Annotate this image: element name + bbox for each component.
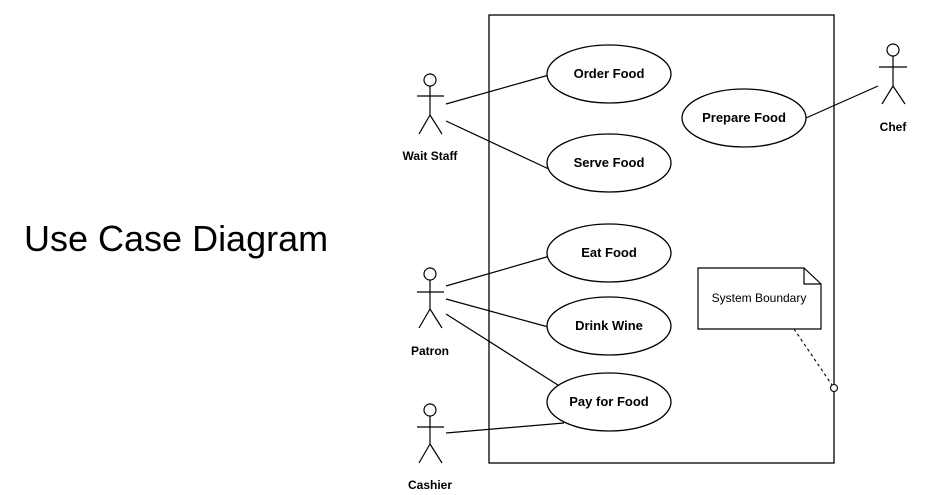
actor-wait-staff: Wait Staff <box>403 73 459 163</box>
actor-label: Wait Staff <box>403 149 459 163</box>
actor-chef: Chef <box>879 43 908 134</box>
stick-figure-icon <box>417 403 444 464</box>
use-case-order-food: Order Food <box>546 44 672 104</box>
use-case-eat-food: Eat Food <box>546 223 672 283</box>
use-case-label: Order Food <box>574 66 645 81</box>
association-cashier-pay-for-food <box>445 422 565 434</box>
actor-patron: Patron <box>411 267 449 358</box>
association-lines <box>445 74 879 434</box>
use-case-label: Eat Food <box>581 245 637 260</box>
system-boundary-box <box>488 14 835 464</box>
association-wait-staff-serve-food <box>445 120 554 172</box>
use-case-label: Drink Wine <box>575 318 643 333</box>
actor-label: Patron <box>411 344 449 358</box>
note-anchor-point <box>829 383 839 393</box>
use-case-serve-food: Serve Food <box>546 133 672 193</box>
association-patron-drink-wine <box>445 298 553 329</box>
use-case-label: Pay for Food <box>569 394 649 409</box>
use-case-drink-wine: Drink Wine <box>546 296 672 356</box>
association-wait-staff-order-food <box>445 74 550 105</box>
actor-label: Chef <box>880 120 908 134</box>
page-title: Use Case Diagram <box>24 218 329 259</box>
note-system-boundary: System Boundary <box>697 267 839 393</box>
use-case-label: Serve Food <box>574 155 645 170</box>
association-patron-pay-for-food <box>445 313 562 388</box>
stick-figure-icon <box>417 267 444 329</box>
actor-cashier: Cashier <box>408 403 452 492</box>
note-anchor-line <box>793 328 833 386</box>
note-label: System Boundary <box>712 291 807 305</box>
note-fold <box>803 268 821 285</box>
use-case-pay-for-food: Pay for Food <box>546 372 672 432</box>
stick-figure-icon <box>417 73 444 135</box>
use-case-prepare-food: Prepare Food <box>681 88 807 148</box>
association-patron-eat-food <box>445 255 551 287</box>
note-shape <box>697 267 822 330</box>
use-case-label: Prepare Food <box>702 110 786 125</box>
association-chef-prepare-food <box>805 85 879 119</box>
actor-label: Cashier <box>408 478 452 492</box>
stick-figure-icon <box>879 43 907 105</box>
